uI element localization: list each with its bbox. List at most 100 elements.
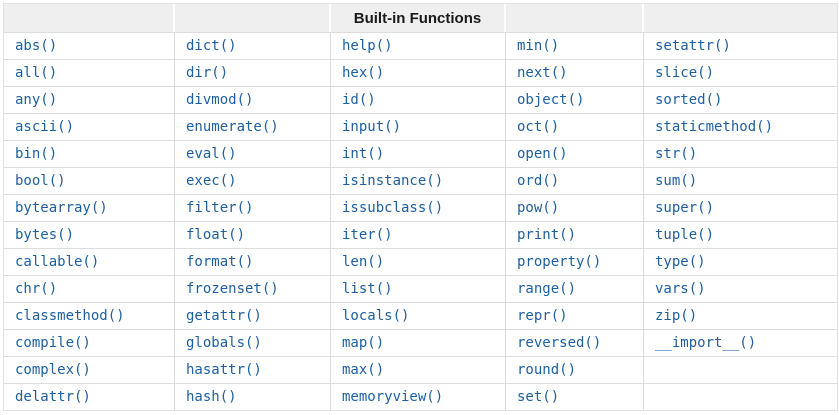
table-cell-empty	[644, 356, 837, 383]
table-row: bytearray() filter() issubclass() pow() …	[4, 194, 837, 221]
table-cell: hash()	[175, 383, 331, 410]
table-title: Built-in Functions	[331, 4, 506, 32]
function-link[interactable]: ascii()	[15, 119, 75, 135]
function-link[interactable]: format()	[186, 254, 254, 270]
function-link[interactable]: setattr()	[655, 38, 731, 54]
table-cell: bytearray()	[4, 194, 175, 221]
function-link[interactable]: max()	[342, 362, 385, 378]
function-link[interactable]: sorted()	[655, 92, 723, 108]
function-link[interactable]: chr()	[15, 281, 58, 297]
function-link[interactable]: delattr()	[15, 389, 91, 405]
function-link[interactable]: bytearray()	[15, 200, 108, 216]
table-cell: enumerate()	[175, 113, 331, 140]
function-link[interactable]: all()	[15, 65, 58, 81]
function-link[interactable]: pow()	[517, 200, 560, 216]
table-cell: range()	[506, 275, 644, 302]
function-link[interactable]: float()	[186, 227, 246, 243]
function-link[interactable]: len()	[342, 254, 385, 270]
function-link[interactable]: ord()	[517, 173, 560, 189]
table-cell: sorted()	[644, 86, 837, 113]
function-link[interactable]: reversed()	[517, 335, 602, 351]
function-link[interactable]: vars()	[655, 281, 706, 297]
function-link[interactable]: staticmethod()	[655, 119, 774, 135]
function-link[interactable]: memoryview()	[342, 389, 444, 405]
table-cell: iter()	[331, 221, 506, 248]
function-link[interactable]: locals()	[342, 308, 410, 324]
table-cell: ascii()	[4, 113, 175, 140]
function-link[interactable]: property()	[517, 254, 602, 270]
function-link[interactable]: min()	[517, 38, 560, 54]
function-link[interactable]: next()	[517, 65, 568, 81]
header-row: Built-in Functions	[4, 4, 837, 32]
function-link[interactable]: bool()	[15, 173, 66, 189]
table-cell: compile()	[4, 329, 175, 356]
function-link[interactable]: getattr()	[186, 308, 262, 324]
table-cell: super()	[644, 194, 837, 221]
header-cell-empty	[4, 4, 175, 32]
function-link[interactable]: object()	[517, 92, 585, 108]
function-link[interactable]: input()	[342, 119, 402, 135]
function-link[interactable]: range()	[517, 281, 577, 297]
function-link[interactable]: hash()	[186, 389, 237, 405]
function-link[interactable]: classmethod()	[15, 308, 125, 324]
table-cell: setattr()	[644, 32, 837, 59]
function-link[interactable]: help()	[342, 38, 393, 54]
header-cell-empty	[175, 4, 331, 32]
function-link[interactable]: dir()	[186, 65, 229, 81]
function-link[interactable]: compile()	[15, 335, 91, 351]
function-link[interactable]: hex()	[342, 65, 385, 81]
table-cell: print()	[506, 221, 644, 248]
table-cell: bool()	[4, 167, 175, 194]
table-cell: hex()	[331, 59, 506, 86]
function-link[interactable]: callable()	[15, 254, 100, 270]
table-cell: repr()	[506, 302, 644, 329]
function-link[interactable]: enumerate()	[186, 119, 279, 135]
function-link[interactable]: abs()	[15, 38, 58, 54]
function-link[interactable]: complex()	[15, 362, 91, 378]
table-cell: input()	[331, 113, 506, 140]
function-link[interactable]: issubclass()	[342, 200, 444, 216]
table-cell: len()	[331, 248, 506, 275]
function-link[interactable]: str()	[655, 146, 698, 162]
function-link[interactable]: frozenset()	[186, 281, 279, 297]
function-link[interactable]: oct()	[517, 119, 560, 135]
table-cell: divmod()	[175, 86, 331, 113]
function-link[interactable]: any()	[15, 92, 58, 108]
function-link[interactable]: type()	[655, 254, 706, 270]
function-link[interactable]: filter()	[186, 200, 254, 216]
function-link[interactable]: round()	[517, 362, 577, 378]
function-link[interactable]: globals()	[186, 335, 262, 351]
function-link[interactable]: hasattr()	[186, 362, 262, 378]
function-link[interactable]: exec()	[186, 173, 237, 189]
function-link[interactable]: bytes()	[15, 227, 75, 243]
function-link[interactable]: eval()	[186, 146, 237, 162]
function-link[interactable]: set()	[517, 389, 560, 405]
table-cell: id()	[331, 86, 506, 113]
function-link[interactable]: int()	[342, 146, 385, 162]
table-cell: complex()	[4, 356, 175, 383]
table-cell: issubclass()	[331, 194, 506, 221]
function-link[interactable]: bin()	[15, 146, 58, 162]
function-link[interactable]: map()	[342, 335, 385, 351]
function-link[interactable]: divmod()	[186, 92, 254, 108]
table-cell: globals()	[175, 329, 331, 356]
function-link[interactable]: iter()	[342, 227, 393, 243]
function-link[interactable]: dict()	[186, 38, 237, 54]
table-cell: filter()	[175, 194, 331, 221]
function-link[interactable]: isinstance()	[342, 173, 444, 189]
function-link[interactable]: id()	[342, 92, 376, 108]
table-cell: __import__()	[644, 329, 837, 356]
table-cell: property()	[506, 248, 644, 275]
function-link[interactable]: super()	[655, 200, 715, 216]
function-link[interactable]: slice()	[655, 65, 715, 81]
function-link[interactable]: open()	[517, 146, 568, 162]
function-link[interactable]: list()	[342, 281, 393, 297]
function-link[interactable]: tuple()	[655, 227, 715, 243]
function-link[interactable]: sum()	[655, 173, 698, 189]
table-row: callable() format() len() property() typ…	[4, 248, 837, 275]
function-link[interactable]: repr()	[517, 308, 568, 324]
function-link[interactable]: print()	[517, 227, 577, 243]
function-link[interactable]: __import__()	[655, 335, 757, 351]
function-link[interactable]: zip()	[655, 308, 698, 324]
table-cell: min()	[506, 32, 644, 59]
